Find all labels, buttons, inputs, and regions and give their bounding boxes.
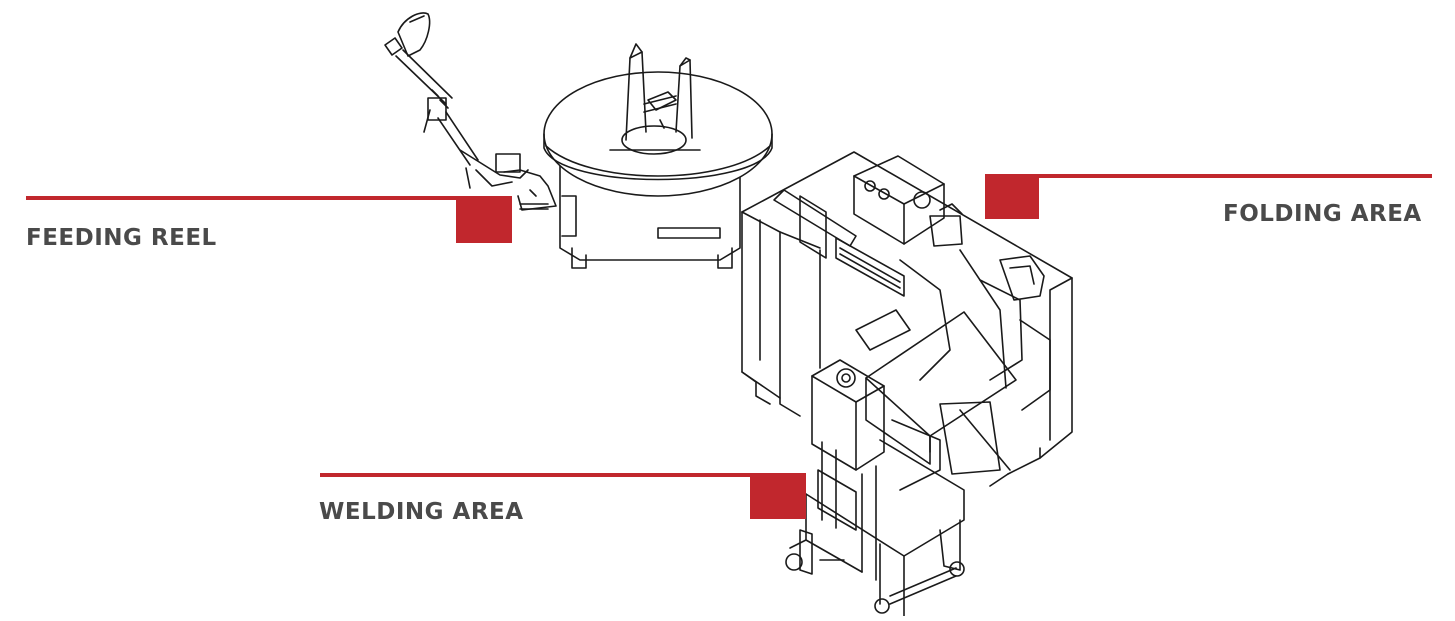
folding-area-label: FOLDING AREA <box>1223 201 1422 227</box>
wire-straightener-arm <box>384 12 557 211</box>
feeding-reel-label: FEEDING REEL <box>26 225 217 251</box>
welding-area-label: WELDING AREA <box>319 499 524 525</box>
callout-folding-area-marker <box>985 174 1432 219</box>
feeding-reel <box>543 43 773 269</box>
callout-feeding-reel-marker <box>26 196 512 243</box>
callout-welding-area-marker <box>320 473 806 519</box>
folding-welding-machine <box>741 151 1073 617</box>
